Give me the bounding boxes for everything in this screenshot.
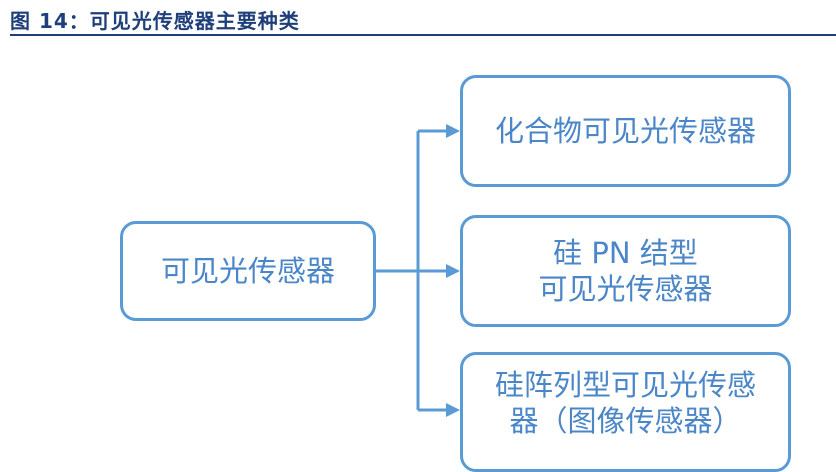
root-node-label: 可见光传感器 xyxy=(160,254,335,288)
child-node-label: 硅 PN 结型 xyxy=(553,236,698,270)
child-node-compound: 化合物可见光传感器 xyxy=(460,75,791,187)
arrowhead-3 xyxy=(446,403,460,417)
child-node-label: 硅阵列型可见光传感 xyxy=(494,368,756,402)
child-node-label: 可见光传感器 xyxy=(538,272,713,306)
child-node-label: 化合物可见光传感器 xyxy=(494,114,756,148)
root-node: 可见光传感器 xyxy=(120,221,376,321)
connector-lines xyxy=(376,124,460,417)
figure-header: 图 14：可见光传感器主要种类 xyxy=(10,4,836,36)
arrowhead-1 xyxy=(446,124,460,138)
figure-title: 图 14：可见光传感器主要种类 xyxy=(10,9,300,33)
arrowhead-2 xyxy=(446,264,460,278)
child-node-label: 器（图像传感器） xyxy=(509,404,742,438)
child-node-silicon-pn: 硅 PN 结型 可见光传感器 xyxy=(460,215,791,327)
child-node-silicon-array: 硅阵列型可见光传感 器（图像传感器） xyxy=(460,352,791,472)
